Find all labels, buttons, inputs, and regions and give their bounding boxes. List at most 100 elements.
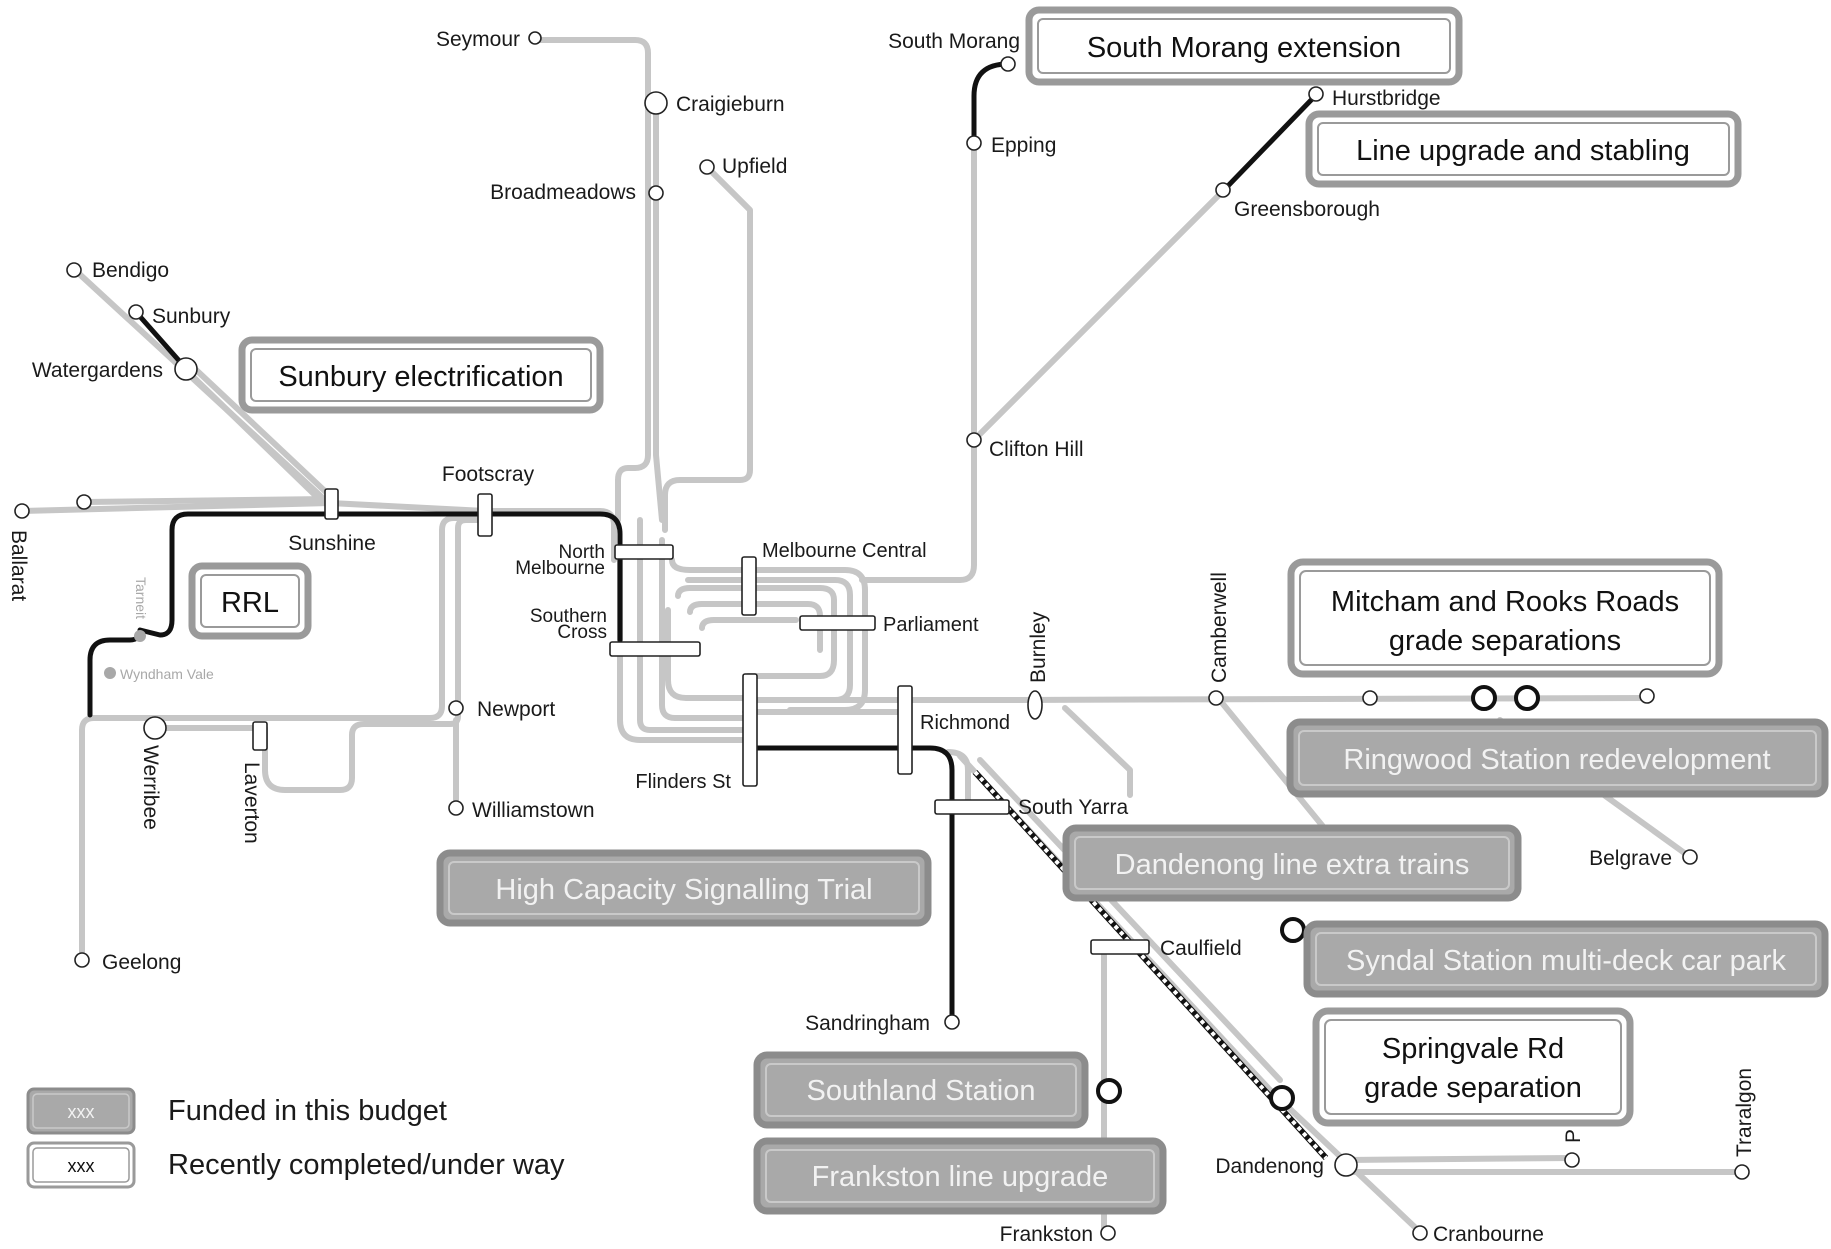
line-south-morang-ext bbox=[971, 61, 1011, 146]
sunbury-electrification-label: Sunbury electrification bbox=[278, 361, 563, 393]
label-burnley: Burnley bbox=[1027, 611, 1050, 683]
southland-station-box: Southland Station bbox=[753, 1051, 1089, 1129]
rrl-stations bbox=[104, 630, 146, 679]
loop-3 bbox=[659, 537, 748, 721]
belgrave-station bbox=[1682, 849, 1698, 865]
craigieburn-station bbox=[644, 91, 668, 115]
pakenham-station bbox=[1564, 1152, 1580, 1168]
label-laverton: Laverton bbox=[240, 762, 263, 844]
label-melbourne-central: Melbourne Central bbox=[762, 540, 927, 562]
label-geelong: Geelong bbox=[102, 951, 181, 974]
southern-cross-bar bbox=[609, 641, 701, 657]
legend-completed-label: Recently completed/under way bbox=[168, 1149, 565, 1181]
line-hurstbridge bbox=[971, 187, 1227, 443]
ballarat-station bbox=[14, 503, 30, 519]
label-hurstbridge: Hurstbridge bbox=[1332, 87, 1441, 110]
line-seymour bbox=[532, 37, 651, 523]
clifton-hill-station bbox=[966, 432, 982, 448]
frankston-upgrade-label: Frankston line upgrade bbox=[812, 1161, 1109, 1193]
loop-9 bbox=[665, 607, 748, 701]
south-morang-extension-label: South Morang extension bbox=[1087, 32, 1401, 64]
south-morang-extension-box: South Morang extension bbox=[1025, 6, 1463, 86]
label-south-yarra: South Yarra bbox=[1018, 796, 1128, 819]
box-hill-station bbox=[1362, 690, 1378, 706]
epping-station bbox=[966, 135, 982, 151]
rrl-box: RRL bbox=[188, 562, 312, 640]
label-williamstown: Williamstown bbox=[472, 799, 595, 822]
line-hcst bbox=[745, 745, 955, 1025]
legend-funded-label: Funded in this budget bbox=[168, 1095, 447, 1127]
label-sunshine: Sunshine bbox=[288, 532, 376, 555]
line-ballarat-b bbox=[82, 496, 333, 505]
legend-funded-key: xxx bbox=[68, 1102, 95, 1122]
label-greensborough: Greensborough bbox=[1234, 198, 1380, 221]
label-richmond: Richmond bbox=[920, 712, 1010, 734]
line-sunbury-grey bbox=[183, 367, 321, 501]
sandringham-station bbox=[944, 1014, 960, 1030]
seymour-station bbox=[528, 31, 542, 45]
label-watergardens: Watergardens bbox=[32, 359, 163, 382]
line-pakenham bbox=[1343, 1155, 1575, 1163]
label-caulfield: Caulfield bbox=[1160, 937, 1242, 960]
north-melbourne-bar bbox=[614, 544, 674, 560]
label-dandenong: Dandenong bbox=[1215, 1155, 1324, 1178]
syndal-station bbox=[1280, 917, 1306, 943]
station-labels: Seymour Craigieburn Upfield Broadmeadows… bbox=[7, 28, 1756, 1246]
line-belgrave bbox=[1215, 695, 1333, 838]
label-clifton-hill: Clifton Hill bbox=[989, 438, 1084, 461]
label-footscray: Footscray bbox=[442, 463, 535, 486]
cranbourne-station bbox=[1412, 1225, 1428, 1241]
loop-5 bbox=[685, 577, 853, 703]
loop-1 bbox=[617, 557, 748, 743]
bendigo-station bbox=[66, 262, 82, 278]
line-upgrade-stabling-box: Line upgrade and stabling bbox=[1305, 110, 1742, 188]
label-ballarat: Ballarat bbox=[7, 530, 30, 601]
parliament-bar bbox=[799, 615, 876, 631]
springvale-crossing bbox=[1269, 1085, 1295, 1111]
interchange-bars bbox=[252, 488, 1150, 955]
label-werribee: Werribee bbox=[139, 745, 162, 830]
wyndham-vale-station bbox=[104, 667, 116, 679]
hcs-trial-label: High Capacity Signalling Trial bbox=[495, 874, 872, 906]
label-north-melbourne-1: North bbox=[559, 542, 605, 563]
sunbury-electrification-box: Sunbury electrification bbox=[238, 336, 604, 414]
line-to-southyarra bbox=[945, 749, 971, 803]
loop-2 bbox=[637, 517, 748, 733]
label-bendigo: Bendigo bbox=[92, 259, 169, 282]
tarneit-station bbox=[134, 630, 146, 642]
funded-projects: Ringwood Station redevelopment Dandenong… bbox=[436, 718, 1829, 1215]
line-upgrade-stabling-label: Line upgrade and stabling bbox=[1356, 135, 1690, 167]
label-flinders-st: Flinders St bbox=[635, 771, 731, 793]
label-southern-cross-1: Southern bbox=[530, 606, 607, 627]
existing-lines bbox=[19, 37, 1745, 1235]
mitcham-rooks-box: Mitcham and Rooks Roads grade separation… bbox=[1287, 558, 1723, 678]
watergardens-station bbox=[174, 357, 198, 381]
springvale-label-1: Springvale Rd bbox=[1382, 1033, 1564, 1065]
broadmeadows-station bbox=[648, 185, 664, 201]
melbourne-central-bar bbox=[741, 556, 757, 616]
south-morang-station bbox=[1000, 56, 1016, 72]
frankston-station bbox=[1100, 1225, 1116, 1241]
label-sandringham: Sandringham bbox=[805, 1012, 930, 1035]
south-yarra-bar bbox=[934, 799, 1010, 815]
dandenong-dotted bbox=[972, 769, 1329, 1161]
traralgon-station bbox=[1734, 1164, 1750, 1180]
southland-station bbox=[1096, 1078, 1122, 1104]
label-upfield: Upfield bbox=[722, 155, 787, 178]
sunbury-station bbox=[128, 304, 144, 320]
label-southern-cross-2: Cross bbox=[557, 622, 607, 643]
laverton-bar bbox=[252, 721, 268, 751]
line-craigieburn bbox=[653, 100, 665, 523]
label-epping: Epping bbox=[991, 134, 1056, 157]
dandenong-extra-trains-box: Dandenong line extra trains bbox=[1062, 824, 1522, 902]
label-traralgon: Traralgon bbox=[1733, 1068, 1756, 1157]
label-tarneit: Tarneit bbox=[133, 577, 149, 619]
label-belgrave: Belgrave bbox=[1589, 847, 1672, 870]
rooks-crossing bbox=[1514, 685, 1540, 711]
ringwood-redevelopment-label: Ringwood Station redevelopment bbox=[1343, 744, 1770, 776]
southland-station-label: Southland Station bbox=[807, 1075, 1036, 1107]
dandenong-station bbox=[1334, 1153, 1358, 1177]
mitcham-rooks-label-1: Mitcham and Rooks Roads bbox=[1331, 586, 1679, 618]
hcs-trial-box: High Capacity Signalling Trial bbox=[436, 849, 932, 927]
